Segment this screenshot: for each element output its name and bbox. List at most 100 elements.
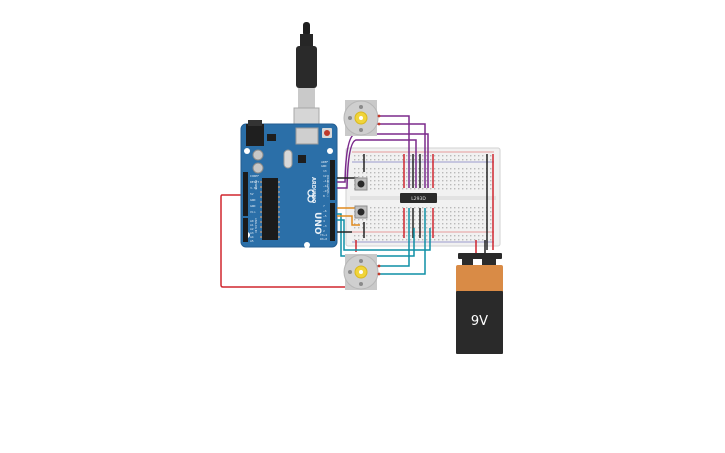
breadboard-hole[interactable] (438, 211, 440, 213)
breadboard-hole[interactable] (466, 172, 468, 174)
breadboard-hole[interactable] (374, 168, 376, 170)
breadboard-hole[interactable] (474, 223, 476, 225)
breadboard-hole[interactable] (482, 180, 484, 182)
breadboard-hole[interactable] (474, 211, 476, 213)
breadboard-hole[interactable] (394, 211, 396, 213)
breadboard-hole[interactable] (490, 188, 492, 190)
breadboard-hole[interactable] (378, 188, 380, 190)
breadboard-hole[interactable] (458, 215, 460, 217)
breadboard-hole[interactable] (378, 172, 380, 174)
breadboard-hole[interactable] (478, 215, 480, 217)
breadboard-hole[interactable] (410, 219, 412, 221)
breadboard-hole[interactable] (410, 215, 412, 217)
breadboard-hole[interactable] (426, 188, 428, 190)
breadboard-hole[interactable] (406, 239, 408, 241)
breadboard-hole[interactable] (434, 188, 436, 190)
breadboard-hole[interactable] (434, 168, 436, 170)
breadboard-hole[interactable] (478, 219, 480, 221)
breadboard-hole[interactable] (394, 188, 396, 190)
breadboard-hole[interactable] (434, 239, 436, 241)
breadboard-hole[interactable] (434, 215, 436, 217)
breadboard-hole[interactable] (450, 188, 452, 190)
breadboard-hole[interactable] (458, 188, 460, 190)
breadboard-hole[interactable] (466, 219, 468, 221)
breadboard-hole[interactable] (398, 219, 400, 221)
breadboard-hole[interactable] (366, 168, 368, 170)
breadboard-hole[interactable] (482, 176, 484, 178)
breadboard-hole[interactable] (370, 180, 372, 182)
breadboard-hole[interactable] (358, 219, 360, 221)
breadboard-hole[interactable] (418, 239, 420, 241)
breadboard-hole[interactable] (450, 168, 452, 170)
breadboard-hole[interactable] (402, 159, 404, 161)
breadboard-hole[interactable] (478, 211, 480, 213)
breadboard-hole[interactable] (466, 235, 468, 237)
breadboard-hole[interactable] (406, 176, 408, 178)
breadboard-hole[interactable] (358, 172, 360, 174)
breadboard-hole[interactable] (490, 211, 492, 213)
breadboard-hole[interactable] (394, 155, 396, 157)
breadboard-hole[interactable] (466, 223, 468, 225)
breadboard-hole[interactable] (402, 219, 404, 221)
breadboard-hole[interactable] (382, 223, 384, 225)
breadboard-hole[interactable] (470, 159, 472, 161)
breadboard-hole[interactable] (430, 159, 432, 161)
breadboard-hole[interactable] (414, 188, 416, 190)
breadboard-hole[interactable] (446, 215, 448, 217)
breadboard-hole[interactable] (446, 172, 448, 174)
breadboard-hole[interactable] (414, 184, 416, 186)
breadboard-hole[interactable] (438, 184, 440, 186)
breadboard-hole[interactable] (410, 235, 412, 237)
breadboard-hole[interactable] (406, 168, 408, 170)
breadboard-hole[interactable] (462, 235, 464, 237)
breadboard-hole[interactable] (398, 168, 400, 170)
breadboard-hole[interactable] (454, 227, 456, 229)
wire-teal-2[interactable] (371, 208, 426, 275)
breadboard-hole[interactable] (426, 159, 428, 161)
breadboard-hole[interactable] (478, 239, 480, 241)
breadboard-hole[interactable] (458, 155, 460, 157)
breadboard-hole[interactable] (362, 176, 364, 178)
breadboard-hole[interactable] (418, 180, 420, 182)
breadboard-hole[interactable] (378, 215, 380, 217)
breadboard-hole[interactable] (450, 227, 452, 229)
breadboard-hole[interactable] (374, 223, 376, 225)
breadboard-hole[interactable] (406, 235, 408, 237)
breadboard-hole[interactable] (458, 168, 460, 170)
breadboard-hole[interactable] (450, 211, 452, 213)
breadboard-hole[interactable] (446, 159, 448, 161)
breadboard-hole[interactable] (374, 155, 376, 157)
breadboard-hole[interactable] (458, 176, 460, 178)
breadboard-hole[interactable] (434, 184, 436, 186)
breadboard-hole[interactable] (374, 172, 376, 174)
breadboard-hole[interactable] (462, 184, 464, 186)
breadboard-hole[interactable] (370, 227, 372, 229)
breadboard-hole[interactable] (398, 155, 400, 157)
breadboard-hole[interactable] (490, 207, 492, 209)
wire-purple-4[interactable] (337, 139, 417, 189)
breadboard-hole[interactable] (398, 176, 400, 178)
breadboard-hole[interactable] (382, 155, 384, 157)
breadboard-hole[interactable] (426, 184, 428, 186)
breadboard-hole[interactable] (470, 223, 472, 225)
breadboard-hole[interactable] (434, 176, 436, 178)
breadboard-hole[interactable] (382, 172, 384, 174)
dc-motor-bottom[interactable] (343, 254, 379, 290)
breadboard-hole[interactable] (418, 219, 420, 221)
breadboard-hole[interactable] (458, 223, 460, 225)
breadboard-hole[interactable] (482, 168, 484, 170)
breadboard-hole[interactable] (390, 235, 392, 237)
breadboard-hole[interactable] (374, 239, 376, 241)
breadboard-hole[interactable] (422, 215, 424, 217)
breadboard-hole[interactable] (442, 235, 444, 237)
breadboard-hole[interactable] (490, 219, 492, 221)
breadboard-hole[interactable] (442, 176, 444, 178)
breadboard-hole[interactable] (390, 219, 392, 221)
breadboard-hole[interactable] (354, 239, 356, 241)
breadboard-hole[interactable] (482, 155, 484, 157)
breadboard-hole[interactable] (378, 155, 380, 157)
breadboard-hole[interactable] (474, 215, 476, 217)
breadboard-hole[interactable] (450, 155, 452, 157)
push-button-bottom[interactable] (354, 205, 368, 219)
breadboard-hole[interactable] (426, 172, 428, 174)
